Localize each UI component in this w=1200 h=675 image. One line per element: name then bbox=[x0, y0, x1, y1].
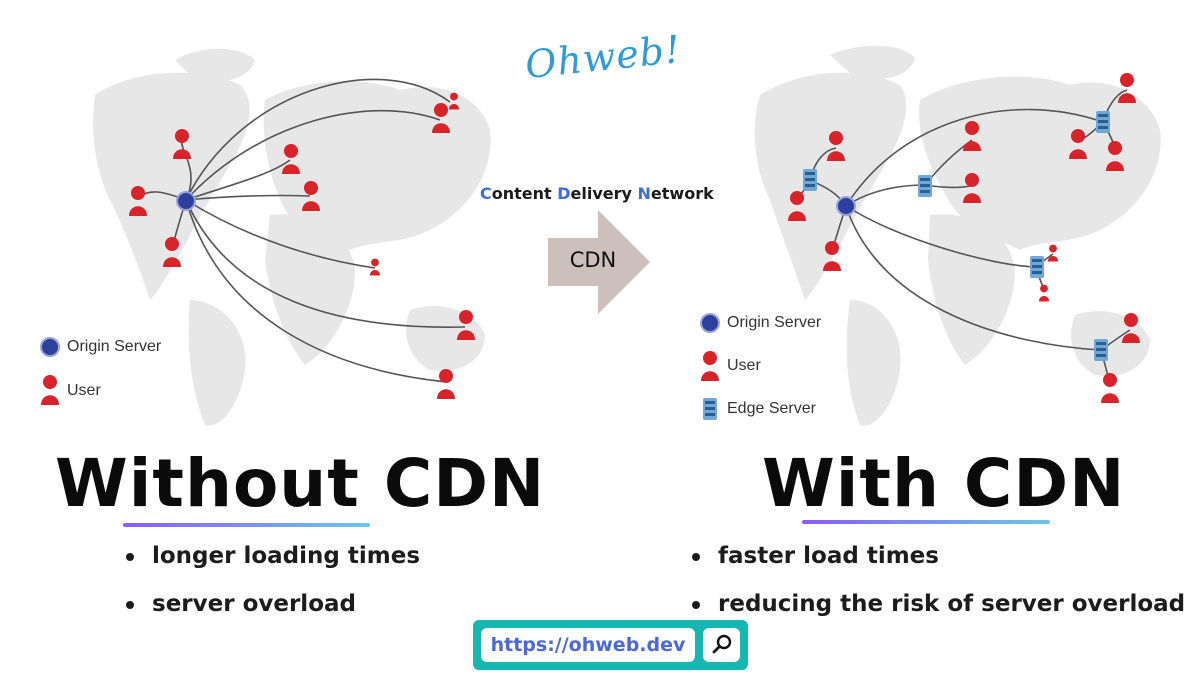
search-button[interactable] bbox=[703, 628, 740, 662]
bullet-item: server overload bbox=[124, 589, 420, 637]
bullet-item: reducing the risk of server overload bbox=[690, 589, 1185, 637]
without-cdn-underline bbox=[123, 523, 370, 527]
bullet-item: faster load times bbox=[690, 541, 1185, 589]
right-world-map bbox=[754, 45, 1161, 426]
url-bar[interactable]: https://ohweb.dev bbox=[473, 620, 748, 670]
network-initial-d: D bbox=[557, 184, 571, 203]
bullet-item: longer loading times bbox=[124, 541, 420, 589]
network-initial-n: N bbox=[637, 184, 651, 203]
left-origin-server bbox=[176, 191, 196, 211]
network-rest-c: ontent bbox=[491, 184, 558, 203]
right-legend-icons bbox=[700, 313, 720, 420]
network-initial-c: C bbox=[480, 184, 492, 203]
left-legend-icons bbox=[40, 337, 60, 405]
left-world-map bbox=[93, 48, 491, 426]
without-cdn-bullets: longer loading times server overload bbox=[124, 541, 420, 637]
left-legend-origin-server: Origin Server bbox=[67, 338, 162, 355]
cdn-arrow bbox=[548, 210, 650, 314]
cdn-full-name: Content Delivery Network bbox=[480, 184, 714, 203]
network-rest-d: elivery bbox=[570, 184, 638, 203]
right-legend-origin-server: Origin Server bbox=[727, 314, 822, 331]
with-cdn-underline bbox=[802, 520, 1050, 524]
network-rest-n: etwork bbox=[650, 184, 714, 203]
arrow-label: CDN bbox=[569, 248, 617, 272]
right-legend-edge-server: Edge Server bbox=[727, 400, 816, 417]
left-legend-user: User bbox=[67, 382, 101, 399]
with-cdn-heading: With CDN bbox=[762, 445, 1126, 522]
right-origin-server bbox=[836, 196, 856, 216]
right-legend-user: User bbox=[727, 357, 761, 374]
with-cdn-bullets: faster load times reducing the risk of s… bbox=[690, 541, 1185, 637]
url-link[interactable]: https://ohweb.dev bbox=[481, 628, 695, 662]
without-cdn-heading: Without CDN bbox=[55, 445, 546, 522]
search-icon bbox=[712, 634, 732, 654]
left-links bbox=[139, 78, 466, 383]
